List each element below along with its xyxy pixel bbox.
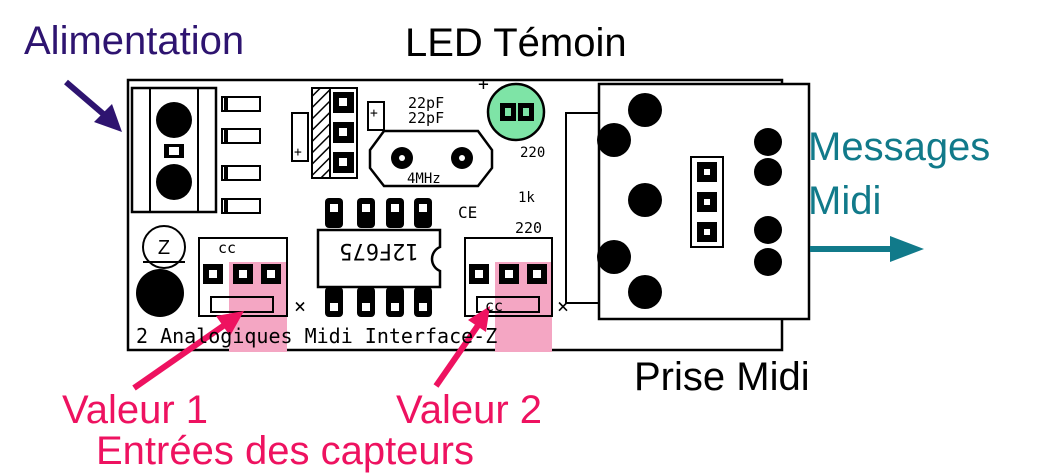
value1-label: Valeur 1 <box>62 388 208 432</box>
capacitor-left <box>291 112 309 162</box>
top-left-connector <box>311 87 358 179</box>
side-resistor-pads <box>221 96 261 214</box>
cap1-label: 22pF <box>408 94 444 112</box>
messages-label-line1: Messages <box>808 125 990 169</box>
messages-label-line2: Midi <box>808 179 881 223</box>
crystal-4mhz <box>368 129 494 188</box>
power-terminal-block <box>130 86 218 214</box>
cc-right-label: cc <box>485 297 503 315</box>
board-title: 2 Analogiques Midi Interface-Z <box>136 324 497 348</box>
res-220-top-label: 220 <box>520 145 545 161</box>
sensor-connector-right <box>464 237 553 352</box>
cap-left-plus-mark: + <box>294 145 302 160</box>
capacitor-right <box>367 101 385 131</box>
midi-socket-label: Prise Midi <box>634 355 810 399</box>
microcontroller-chip <box>316 198 442 317</box>
value2-label: Valeur 2 <box>396 388 542 432</box>
ce-mark: CE <box>458 203 477 222</box>
status-led <box>486 82 546 142</box>
cross-left-mark: × <box>294 294 306 318</box>
sensor-inputs-label: Entrées des capteurs <box>96 429 474 473</box>
res-220-bottom-label: 220 <box>515 219 542 237</box>
cap2-label: 22pF <box>408 109 444 127</box>
cap-right-plus-mark: + <box>370 106 378 121</box>
led-label: LED Témoin <box>405 21 627 65</box>
cross-right-mark: × <box>557 294 569 318</box>
regulator-letter: Z <box>158 237 170 259</box>
midi-header-pins <box>690 156 724 248</box>
sensor-connector-left <box>198 237 288 352</box>
cc-left-label: cc <box>218 239 236 257</box>
power-label: Alimentation <box>24 19 244 63</box>
led-plus-mark: + <box>478 74 489 95</box>
value1-arrow <box>132 311 244 391</box>
midi-socket <box>565 82 811 321</box>
res-1k-label: 1k <box>518 190 535 206</box>
power-arrow <box>64 79 122 132</box>
messages-arrow <box>810 236 924 262</box>
regulator <box>136 225 186 317</box>
crystal-label: 4MHz <box>407 171 441 187</box>
chip-label: 12F675 <box>339 238 418 263</box>
value2-arrow <box>433 306 490 388</box>
